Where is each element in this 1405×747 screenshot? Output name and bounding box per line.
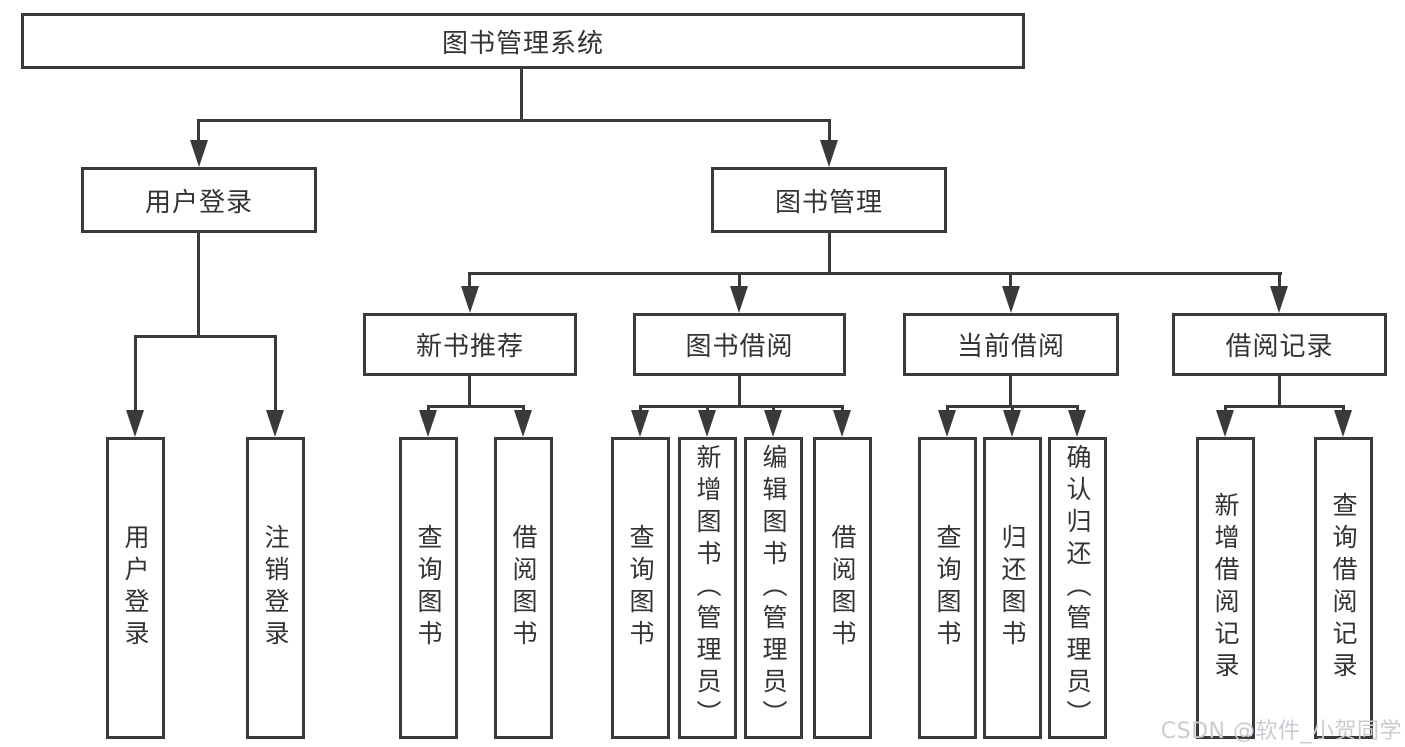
node-book-management: 图书管理 xyxy=(711,167,947,233)
node-borrow-records-label: 借阅记录 xyxy=(1225,332,1334,362)
node-user-login: 用户登录 xyxy=(81,167,317,233)
node-book-borrow-label: 图书借阅 xyxy=(685,332,794,362)
node-root: 图书管理系统 xyxy=(21,13,1025,69)
arrow-down-icon xyxy=(1068,410,1086,437)
node-book-management-label: 图书管理 xyxy=(774,187,883,218)
arrow-down-icon xyxy=(698,410,716,437)
leaf-borrow-books: 借阅图书 xyxy=(813,437,872,739)
arrow-down-icon xyxy=(1003,410,1021,437)
node-current-borrow-label: 当前借阅 xyxy=(956,332,1065,362)
connector-line xyxy=(1009,272,1012,289)
node-current-borrow: 当前借阅 xyxy=(903,313,1119,376)
node-book-borrow: 图书借阅 xyxy=(633,313,846,376)
leaf-user-login: 用户登录 xyxy=(106,437,165,739)
connector-line xyxy=(197,119,200,143)
arrow-down-icon xyxy=(820,140,838,167)
arrow-down-icon xyxy=(419,410,437,437)
leaf-confirm-return-admin-label: 确认归还（管理员） xyxy=(1063,444,1092,732)
leaf-logout: 注销登录 xyxy=(246,437,305,739)
connector-line xyxy=(134,335,137,413)
leaf-query-books-borrow: 查询图书 xyxy=(611,437,670,739)
leaf-user-login-label: 用户登录 xyxy=(121,524,150,652)
arrow-down-icon xyxy=(631,410,649,437)
connector-line xyxy=(197,119,831,122)
arrow-down-icon xyxy=(461,286,479,313)
connector-line xyxy=(1225,405,1345,408)
arrow-down-icon xyxy=(266,410,284,437)
watermark: CSDN @软件_小贺同学 xyxy=(1160,719,1402,744)
connector-line xyxy=(1009,376,1012,408)
arrow-down-icon xyxy=(190,140,208,167)
arrow-down-icon xyxy=(1002,286,1020,313)
connector-line xyxy=(1278,272,1281,289)
leaf-add-borrow-record-label: 新增借阅记录 xyxy=(1211,492,1240,684)
arrow-down-icon xyxy=(764,410,782,437)
leaf-query-borrow-record: 查询借阅记录 xyxy=(1314,437,1373,739)
connector-line xyxy=(468,272,1282,275)
connector-line xyxy=(468,272,471,289)
connector-line xyxy=(197,232,200,338)
leaf-query-books-current: 查询图书 xyxy=(918,437,977,739)
node-new-book-recommend-label: 新书推荐 xyxy=(415,332,524,362)
node-user-login-label: 用户登录 xyxy=(144,187,253,218)
leaf-query-borrow-record-label: 查询借阅记录 xyxy=(1329,492,1358,684)
leaf-borrow-books-label: 借阅图书 xyxy=(828,524,857,652)
node-root-label: 图书管理系统 xyxy=(441,28,604,59)
connector-line xyxy=(468,376,471,408)
connector-line xyxy=(640,405,844,408)
leaf-query-books-current-label: 查询图书 xyxy=(933,524,962,652)
connector-line xyxy=(274,335,277,413)
leaf-query-books-borrow-label: 查询图书 xyxy=(626,524,655,652)
leaf-logout-label: 注销登录 xyxy=(261,524,290,652)
leaf-add-books-admin: 新增图书（管理员） xyxy=(678,437,737,739)
leaf-edit-books-admin-label: 编辑图书（管理员） xyxy=(759,444,788,732)
arrow-down-icon xyxy=(514,410,532,437)
connector-line xyxy=(428,405,525,408)
arrow-down-icon xyxy=(1334,410,1352,437)
leaf-query-books-recommend: 查询图书 xyxy=(399,437,458,739)
connector-line xyxy=(828,232,831,275)
leaf-return-books: 归还图书 xyxy=(983,437,1042,739)
arrow-down-icon xyxy=(1270,286,1288,313)
connector-line xyxy=(828,119,831,143)
leaf-borrow-books-recommend: 借阅图书 xyxy=(494,437,553,739)
leaf-return-books-label: 归还图书 xyxy=(998,524,1027,652)
connector-line xyxy=(738,376,741,408)
leaf-add-borrow-record: 新增借阅记录 xyxy=(1196,437,1255,739)
leaf-confirm-return-admin: 确认归还（管理员） xyxy=(1048,437,1107,739)
connector-line xyxy=(520,69,523,122)
leaf-query-books-recommend-label: 查询图书 xyxy=(414,524,443,652)
arrow-down-icon xyxy=(730,286,748,313)
leaf-add-books-admin-label: 新增图书（管理员） xyxy=(693,444,722,732)
arrow-down-icon xyxy=(126,410,144,437)
connector-line xyxy=(1278,376,1281,408)
node-borrow-records: 借阅记录 xyxy=(1172,313,1387,376)
leaf-edit-books-admin: 编辑图书（管理员） xyxy=(744,437,803,739)
connector-line xyxy=(134,335,277,338)
leaf-borrow-books-recommend-label: 借阅图书 xyxy=(509,524,538,652)
arrow-down-icon xyxy=(833,410,851,437)
arrow-down-icon xyxy=(1216,410,1234,437)
arrow-down-icon xyxy=(938,410,956,437)
connector-line xyxy=(738,272,741,289)
node-new-book-recommend: 新书推荐 xyxy=(363,313,577,376)
